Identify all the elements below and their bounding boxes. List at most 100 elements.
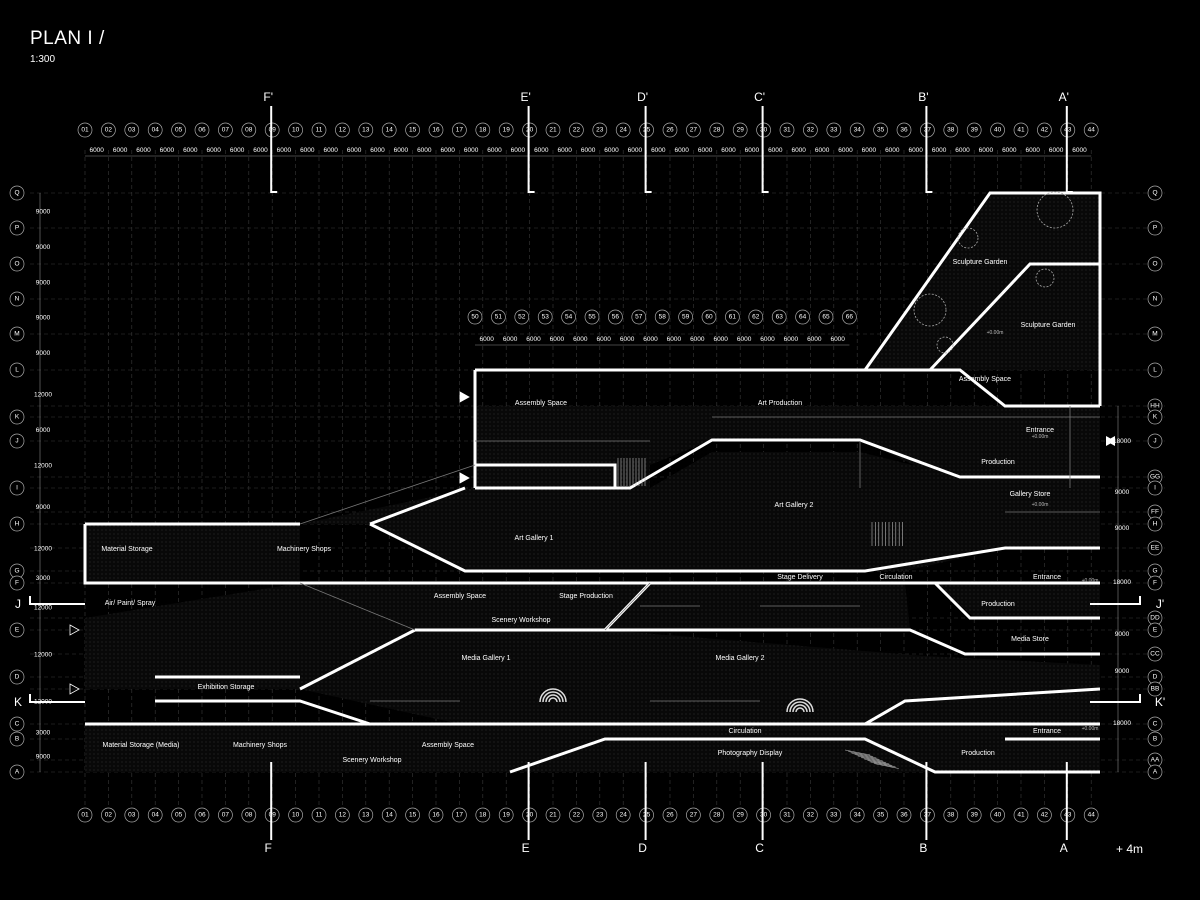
section-marker-label: F' xyxy=(263,90,273,104)
grid-bubble-label: 17 xyxy=(456,127,464,134)
grid-bubble xyxy=(288,807,303,823)
grid-bubble xyxy=(358,122,374,138)
tree-symbol xyxy=(936,336,954,354)
column-dimension: 6000 xyxy=(1072,147,1087,154)
column-dimension: 6000 xyxy=(487,147,502,154)
room-label: Entrance xyxy=(1026,427,1054,434)
inner-column-dimension: 6000 xyxy=(620,336,635,343)
inner-column-dimension: 6000 xyxy=(503,336,518,343)
row-bubble-label: N xyxy=(15,296,20,303)
floor-fill-garden xyxy=(865,193,1100,370)
column-dimension: 6000 xyxy=(628,147,643,154)
grid-bubble xyxy=(732,122,748,138)
column-dimension: 6000 xyxy=(1025,147,1040,154)
grid-bubble xyxy=(1083,122,1099,138)
grid-bubble-label: 12 xyxy=(339,812,347,819)
row-bubble-label: J xyxy=(1153,438,1156,445)
inner-grid-bubble-label: 52 xyxy=(518,314,526,321)
room-label: Sculpture Garden xyxy=(953,259,1008,266)
row-dimension: 12000 xyxy=(34,392,52,399)
row-bubble-label: F xyxy=(1153,580,1157,587)
drawing-title: PLAN I / xyxy=(30,28,105,49)
inner-grid-bubble xyxy=(537,309,553,325)
grid-bubble xyxy=(779,122,795,138)
inner-grid-bubble-label: 60 xyxy=(705,314,713,321)
grid-bubble-label: 24 xyxy=(620,127,628,134)
row-bubble xyxy=(9,669,25,685)
room-label: Production xyxy=(981,459,1015,466)
inner-column-dimension: 6000 xyxy=(737,336,752,343)
seating-arc xyxy=(792,704,808,713)
grid-bubble xyxy=(241,807,257,823)
room-label: Assembly Space xyxy=(434,593,486,600)
grid-bubble xyxy=(335,122,350,138)
grid-bubble-label: 34 xyxy=(854,812,862,819)
grid-bubble xyxy=(124,122,140,138)
row-bubble xyxy=(9,764,25,780)
drawing-scale: 1:300 xyxy=(30,54,56,65)
grid-bubble xyxy=(498,122,514,138)
room-label: Photography Display xyxy=(718,750,783,757)
section-marker xyxy=(527,106,535,193)
column-dimension: 6000 xyxy=(511,147,526,154)
grid-bubble-label: 39 xyxy=(971,127,979,134)
grid-bubble-label: 19 xyxy=(503,812,511,819)
stair-tread xyxy=(857,755,883,762)
grid-bubble xyxy=(194,807,210,823)
grid-bubble xyxy=(873,122,888,138)
grid-bubble-label: 05 xyxy=(175,127,183,134)
row-dimension: 9000 xyxy=(1115,668,1130,675)
section-marker xyxy=(270,106,278,193)
row-bubble-label: HH xyxy=(1150,403,1160,410)
grid-bubble-label: 16 xyxy=(432,812,440,819)
row-bubble-label: M xyxy=(14,331,19,338)
inner-column-dimension: 6000 xyxy=(760,336,775,343)
column-dimension: 6000 xyxy=(394,147,409,154)
grid-bubble xyxy=(452,122,467,138)
row-bubble-label: A xyxy=(1153,769,1158,776)
row-bubble xyxy=(1147,731,1163,747)
row-bubble-label: K xyxy=(1153,414,1158,421)
grid-bubble xyxy=(335,807,350,823)
grid-bubble xyxy=(709,122,725,138)
inner-column-dimension: 6000 xyxy=(713,336,728,343)
wall-assembly-space-box xyxy=(475,463,617,488)
inner-column-dimension: 6000 xyxy=(807,336,822,343)
grid-bubble-label: 17 xyxy=(456,812,464,819)
wall-exhibition-storage xyxy=(155,675,371,726)
row-dimension: 9000 xyxy=(1115,631,1130,638)
row-bubble-label: C xyxy=(1153,721,1158,728)
row-bubble-label: E xyxy=(1153,627,1158,634)
grid-bubble-label: 34 xyxy=(854,127,862,134)
row-bubble xyxy=(9,480,25,496)
grid-bubble xyxy=(966,122,982,138)
column-dimension: 6000 xyxy=(370,147,385,154)
grid-bubble-label: 32 xyxy=(807,812,815,819)
inner-grid-bubble xyxy=(678,309,693,325)
column-dimension: 6000 xyxy=(955,147,970,154)
column-dimension: 6000 xyxy=(581,147,596,154)
grid-bubble-label: 33 xyxy=(830,812,838,819)
thin-line xyxy=(604,582,651,631)
grid-bubble xyxy=(381,807,397,823)
room-label: Material Storage xyxy=(101,546,152,553)
column-dimension: 6000 xyxy=(113,147,128,154)
level-indicator: + 4m xyxy=(1116,842,1144,856)
grid-bubble xyxy=(1083,807,1099,823)
column-dimension: 6000 xyxy=(230,147,245,154)
grid-bubble-label: 26 xyxy=(666,812,674,819)
grid-bubble-label: 08 xyxy=(245,127,253,134)
row-dimension: 9000 xyxy=(36,754,51,761)
inner-grid-bubble-label: 61 xyxy=(729,314,737,321)
room-label: Art Production xyxy=(758,400,802,407)
grid-bubble xyxy=(966,807,982,823)
column-dimension: 6000 xyxy=(534,147,549,154)
column-dimension: 6000 xyxy=(417,147,432,154)
inner-grid-bubble xyxy=(561,309,576,325)
grid-bubble xyxy=(358,807,374,823)
grid-bubble-label: 39 xyxy=(971,812,979,819)
grid-bubble-label: 18 xyxy=(479,127,487,134)
section-marker-label: E xyxy=(522,841,530,855)
grid-bubble xyxy=(662,122,678,138)
inner-grid-bubble-label: 63 xyxy=(776,314,784,321)
